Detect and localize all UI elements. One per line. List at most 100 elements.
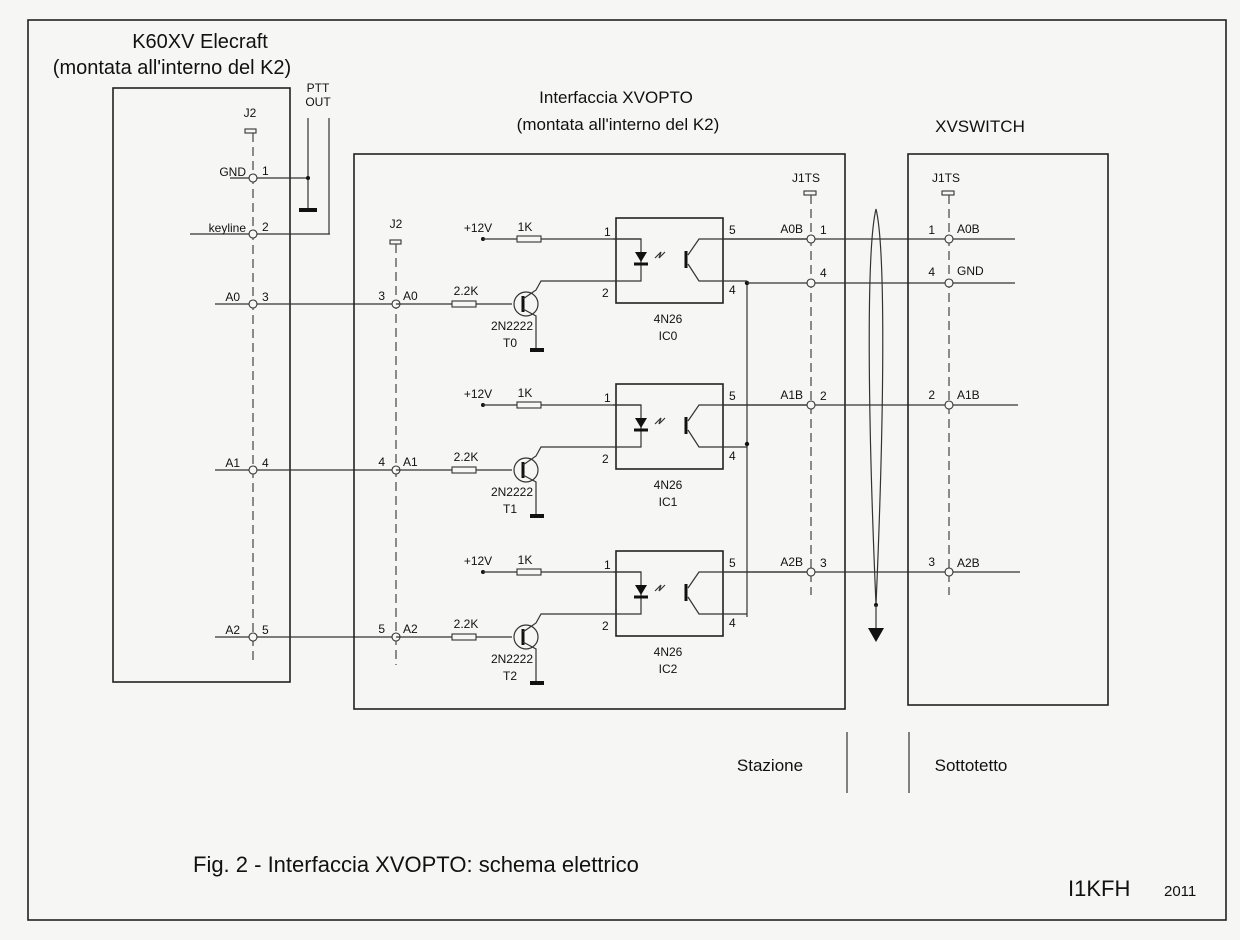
xvswitch-pin-a1b: 2 A1B	[908, 388, 1018, 410]
terminal-icon	[806, 400, 816, 410]
svg-text:5: 5	[729, 389, 736, 403]
terminal-icon	[944, 400, 954, 410]
svg-text:+12V: +12V	[464, 387, 492, 401]
drawing-frame	[27, 19, 1227, 921]
svg-text:4: 4	[729, 449, 736, 463]
svg-text:2: 2	[602, 286, 609, 300]
svg-text:3: 3	[928, 555, 935, 569]
svg-text:+12V: +12V	[464, 221, 492, 235]
svg-text:1: 1	[820, 223, 827, 237]
svg-text:4: 4	[928, 265, 935, 279]
connector-header-icon	[941, 190, 955, 196]
xvopto-subtitle: (montata all'interno del K2)	[517, 115, 720, 134]
svg-text:A2: A2	[403, 622, 418, 636]
svg-text:A0B: A0B	[780, 222, 803, 236]
xvswitch-pin-gnd: 4 GND	[908, 264, 1015, 288]
svg-text:5: 5	[729, 556, 736, 570]
xvswitch-pin-a2b: 3 A2B	[908, 555, 1020, 577]
connector-header-icon	[803, 190, 817, 196]
xvopto-title: Interfaccia XVOPTO	[539, 88, 693, 107]
k60xv-pin-a0: A0 3	[215, 290, 395, 309]
svg-text:4: 4	[729, 616, 736, 630]
terminal-icon	[944, 567, 954, 577]
svg-text:5: 5	[262, 623, 269, 637]
common-pin-label: 4	[820, 266, 827, 280]
led-icon	[635, 252, 647, 262]
svg-text:1K: 1K	[518, 220, 533, 234]
xvswitch-title: XVSWITCH	[935, 117, 1025, 136]
svg-text:A0B: A0B	[957, 222, 980, 236]
svg-text:IC2: IC2	[659, 662, 678, 676]
svg-text:A0: A0	[403, 289, 418, 303]
terminal-icon	[248, 632, 258, 642]
svg-text:A1: A1	[403, 455, 418, 469]
svg-text:A2B: A2B	[957, 556, 980, 570]
k60xv-subtitle: (montata all'interno del K2)	[53, 57, 291, 79]
xvopto-block: Interfaccia XVOPTO (montata all'interno …	[353, 88, 846, 710]
svg-text:2.2K: 2.2K	[454, 617, 479, 631]
cable-bundle	[845, 208, 908, 642]
svg-text:2: 2	[602, 619, 609, 633]
svg-text:1: 1	[262, 164, 269, 178]
base-resistor	[451, 300, 477, 308]
svg-text:2N2222: 2N2222	[491, 319, 533, 333]
svg-text:A0: A0	[225, 290, 240, 304]
svg-text:IC0: IC0	[659, 329, 678, 343]
svg-text:4N26: 4N26	[654, 312, 683, 326]
svg-text:1: 1	[604, 558, 611, 572]
terminal-icon	[248, 465, 258, 475]
svg-text:2N2222: 2N2222	[491, 485, 533, 499]
svg-text:1: 1	[604, 391, 611, 405]
location-left-label: Stazione	[737, 756, 803, 775]
base-resistor	[451, 633, 477, 641]
svg-text:4N26: 4N26	[654, 645, 683, 659]
svg-text:A2B: A2B	[780, 555, 803, 569]
svg-text:3: 3	[820, 556, 827, 570]
light-emission-icon	[654, 251, 666, 259]
terminal-icon	[248, 173, 258, 183]
svg-text:2: 2	[820, 389, 827, 403]
terminal-icon	[248, 229, 258, 239]
k60xv-pin-gnd: GND 1	[219, 164, 308, 183]
terminal-icon	[806, 567, 816, 577]
figure-caption: Fig. 2 - Interfaccia XVOPTO: schema elet…	[193, 852, 639, 877]
led-icon	[635, 418, 647, 428]
svg-text:5: 5	[729, 223, 736, 237]
svg-text:1: 1	[604, 225, 611, 239]
svg-text:IC1: IC1	[659, 495, 678, 509]
xvswitch-pin-a0b: 1 A0B	[908, 222, 1015, 244]
light-emission-icon	[654, 417, 666, 425]
svg-text:5: 5	[378, 622, 385, 636]
svg-text:GND: GND	[219, 165, 246, 179]
xvswitch-connector-label: J1TS	[932, 171, 960, 185]
k60xv-pin-a2: A2 5	[215, 623, 395, 642]
svg-text:T2: T2	[503, 669, 517, 683]
connector-header-icon	[244, 128, 257, 134]
svg-text:keyline: keyline	[209, 221, 247, 235]
svg-text:A2: A2	[225, 623, 240, 637]
svg-text:4: 4	[729, 283, 736, 297]
ptt-label-2: OUT	[305, 95, 331, 109]
k60xv-block: K60XV Elecraft (montata all'interno del …	[53, 31, 395, 683]
led-icon	[635, 585, 647, 595]
svg-text:4: 4	[378, 455, 385, 469]
channel-1: 4 A1 2.2K 2N2222 T1 +12V 1K 1	[378, 383, 845, 518]
svg-text:A1: A1	[225, 456, 240, 470]
optocoupler-ic	[615, 383, 724, 470]
cable-shield-icon	[868, 208, 884, 606]
svg-text:2: 2	[602, 452, 609, 466]
figure-year: 2011	[1164, 883, 1196, 900]
npn-transistor-icon	[513, 624, 539, 650]
svg-text:A1B: A1B	[957, 388, 980, 402]
optocoupler-ic	[615, 217, 724, 304]
junction-dot	[306, 176, 310, 180]
junction-dot	[744, 441, 750, 447]
svg-text:T0: T0	[503, 336, 517, 350]
ptt-label-1: PTT	[307, 81, 330, 95]
terminal-icon	[944, 234, 954, 244]
svg-text:4: 4	[262, 456, 269, 470]
svg-text:2: 2	[928, 388, 935, 402]
svg-text:2.2K: 2.2K	[454, 450, 479, 464]
